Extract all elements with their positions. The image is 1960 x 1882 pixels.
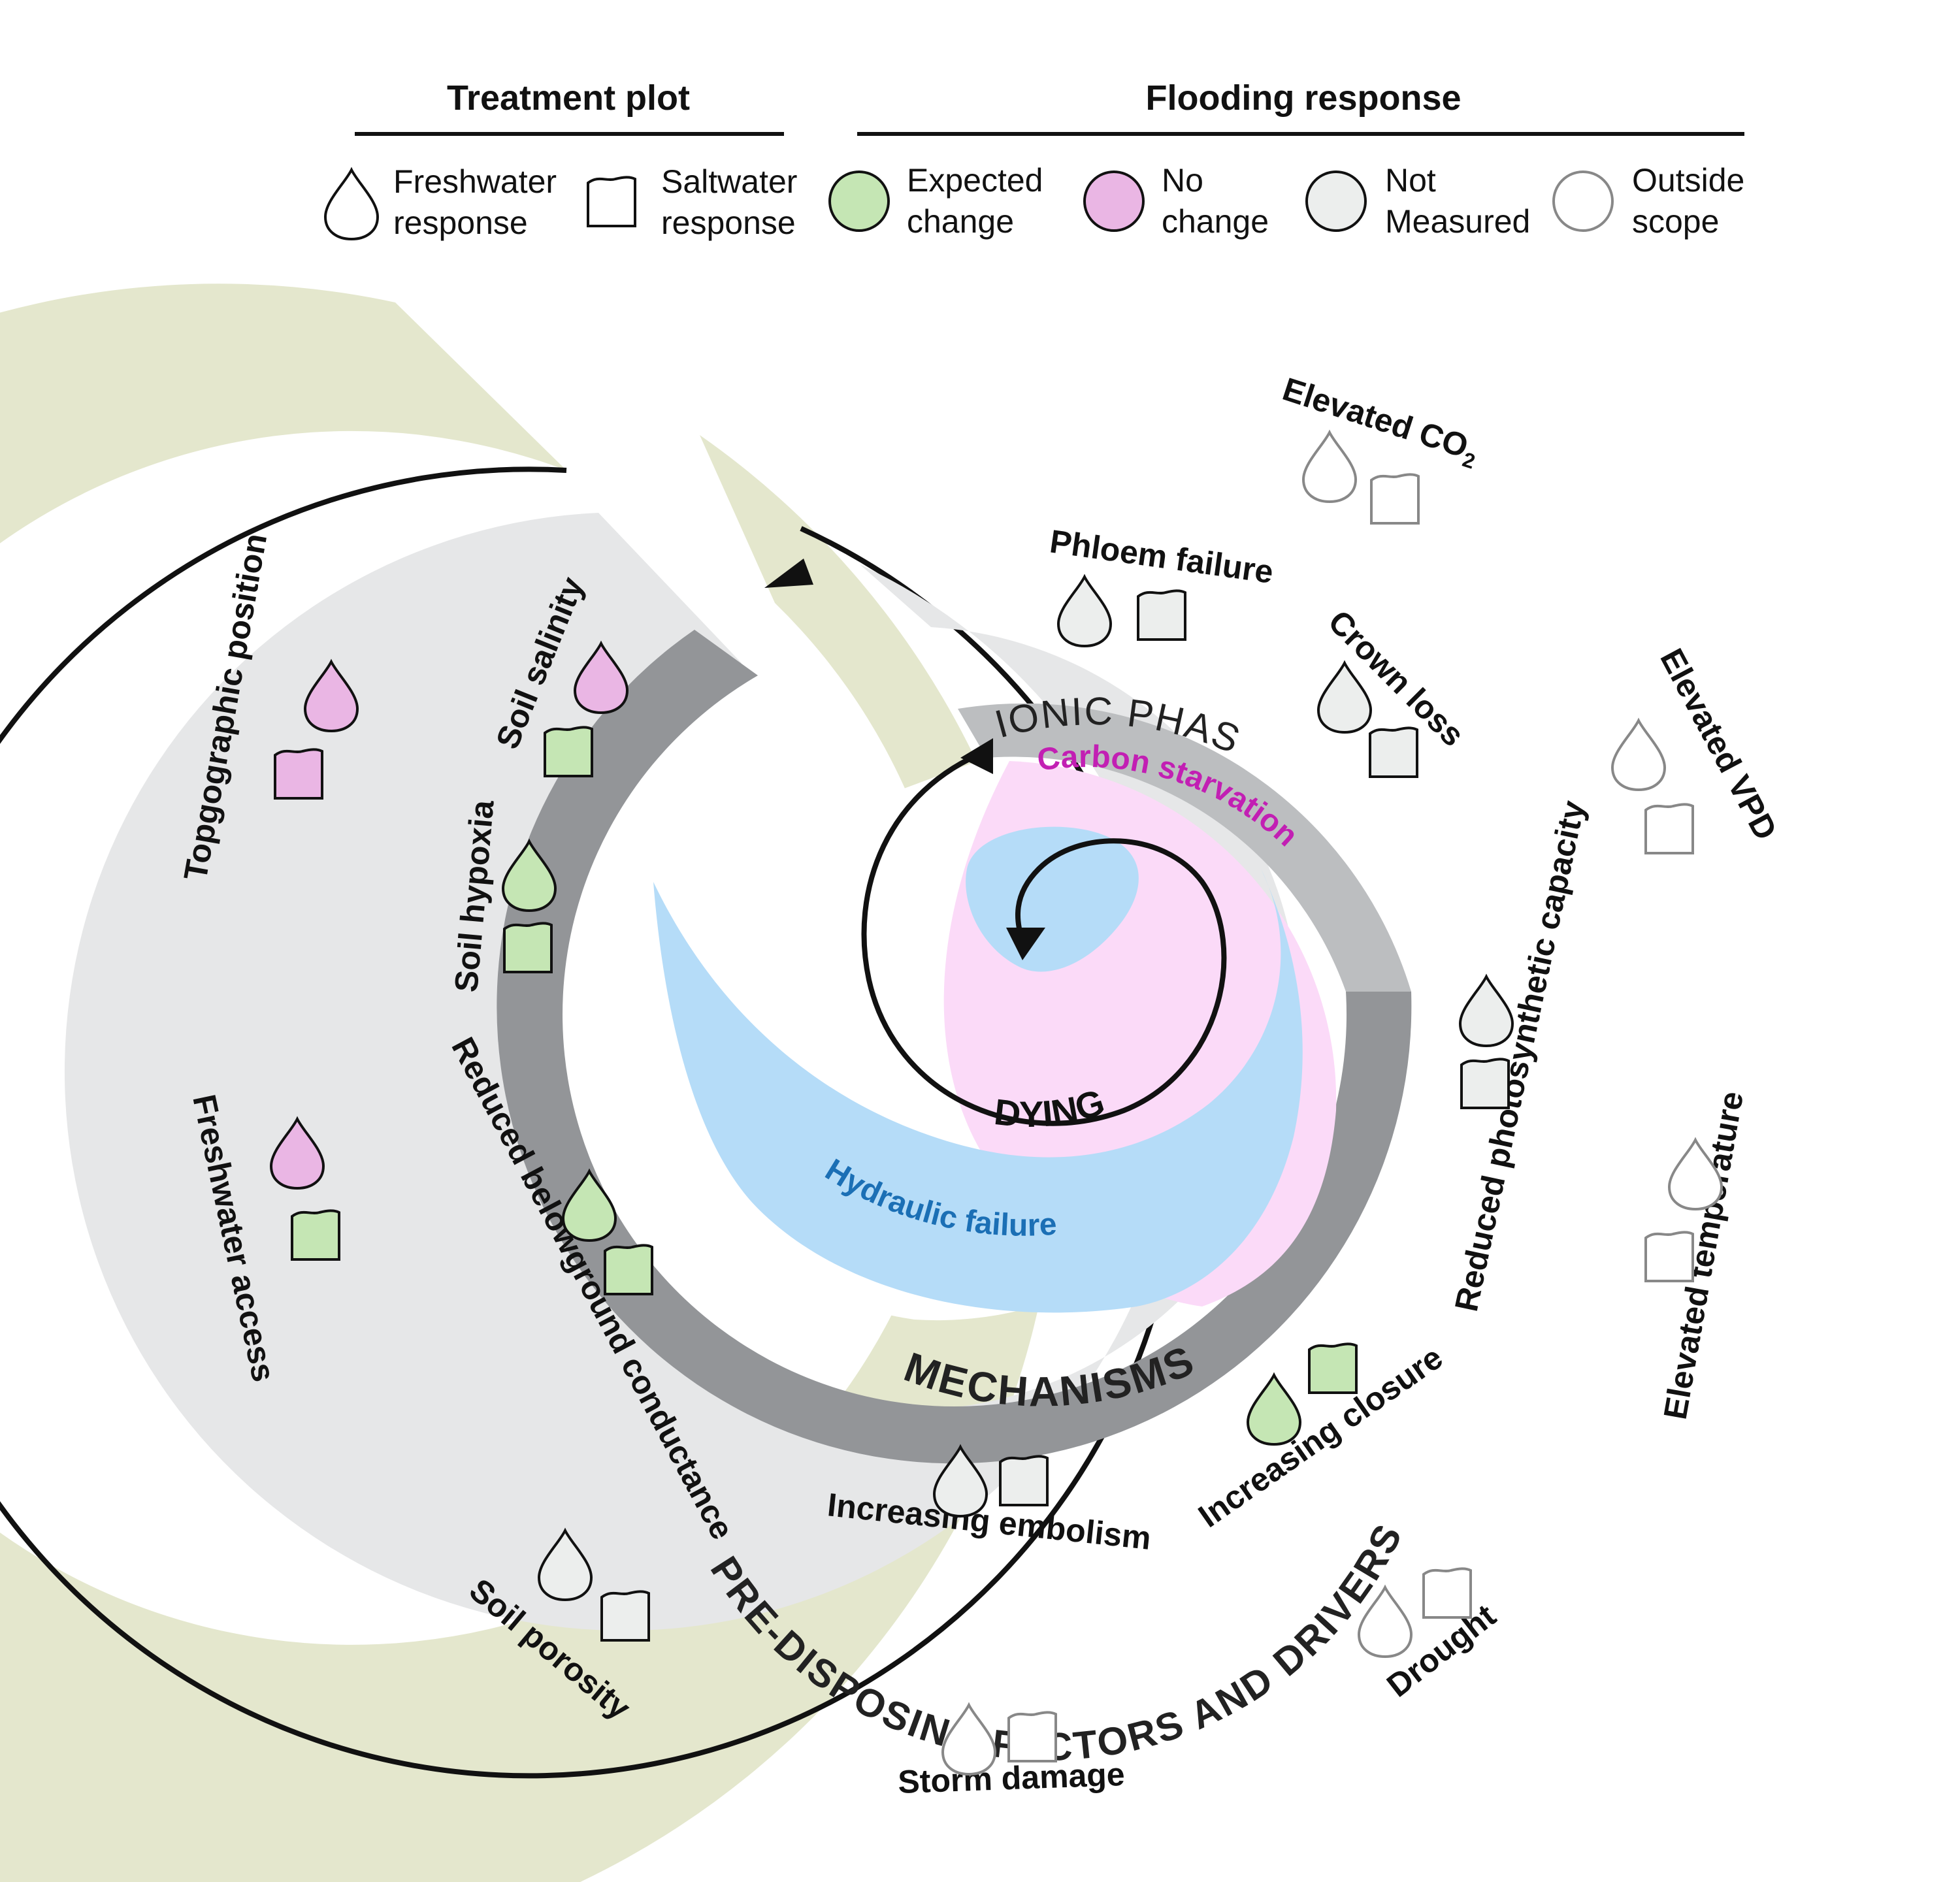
closure-saltwater-icon — [1308, 1342, 1358, 1394]
spiral-arrowhead-center-icon — [1006, 928, 1045, 960]
mechanisms-ring-band — [64, 513, 1299, 1631]
outside-scope-swatch-icon — [1552, 170, 1614, 232]
expected-legend-line2: change — [907, 203, 1014, 240]
salinity-saltwater-icon — [544, 726, 593, 777]
no-change-swatch-icon — [1083, 170, 1145, 232]
ionic-phase-band — [958, 703, 1411, 992]
saltwater-legend-line2: response — [661, 204, 796, 241]
belowground-saltwater-icon — [604, 1244, 653, 1295]
photosynthetic-freshwater-icon — [1459, 975, 1514, 1047]
freshwater-drop-icon — [324, 169, 379, 240]
phloem-freshwater-icon — [1057, 576, 1112, 647]
outside-legend-line2: scope — [1632, 203, 1719, 240]
phase-ring — [497, 630, 1412, 1464]
outside-legend-line1: Outside — [1632, 162, 1744, 199]
elevated-vpd-freshwater-icon — [1611, 719, 1666, 791]
spiral-line — [861, 749, 1227, 1126]
flooding-response-title: Flooding response — [1145, 78, 1461, 118]
notmeasured-legend-line2: Measured — [1385, 203, 1530, 240]
crown-loss-freshwater-icon — [1317, 662, 1372, 734]
legend: Treatment plot Flooding response Freshwa… — [324, 78, 1744, 241]
saltwater-legend-line1: Saltwater — [661, 163, 797, 200]
elevated-vpd-saltwater-icon — [1644, 803, 1694, 854]
closure-freshwater-icon — [1247, 1374, 1301, 1446]
freshwater-legend-line1: Freshwater — [393, 163, 557, 200]
spiral-arrowhead-mid-icon — [960, 738, 993, 774]
inner-blue-swirl — [966, 826, 1139, 972]
storm-damage-saltwater-icon — [1007, 1711, 1057, 1762]
hypoxia-saltwater-icon — [503, 922, 553, 973]
drought-saltwater-icon — [1422, 1567, 1472, 1619]
factor-storm-damage: Storm damage — [897, 1756, 1125, 1800]
nochange-legend-line2: change — [1162, 203, 1269, 240]
freshwater-access-saltwater-icon — [291, 1209, 340, 1261]
elevated-co2-freshwater-icon — [1302, 431, 1357, 503]
elevated-co2-saltwater-icon — [1370, 473, 1420, 525]
treatment-plot-title: Treatment plot — [447, 78, 690, 118]
hydraulic-failure-region — [653, 869, 1303, 1313]
outer-arrowhead-icon — [764, 559, 813, 588]
expected-change-swatch-icon — [828, 170, 890, 232]
elevated-temperature-saltwater-icon — [1644, 1231, 1694, 1282]
mechanisms-ring — [64, 513, 1299, 1631]
crown-loss-saltwater-icon — [1369, 726, 1418, 778]
mech-reduced-photosynthetic: Reduced photosynthetic capacity — [1448, 797, 1592, 1314]
soil-porosity-saltwater-icon — [600, 1590, 650, 1642]
topographic-saltwater-icon — [274, 748, 323, 800]
factor-elevated-co2: Elevated CO2 — [1277, 370, 1484, 473]
notmeasured-legend-line1: Not — [1385, 162, 1436, 199]
phloem-saltwater-icon — [1137, 589, 1186, 641]
embolism-saltwater-icon — [999, 1455, 1049, 1506]
expected-legend-line1: Expected — [907, 162, 1043, 199]
inner-spiral — [632, 738, 1337, 1321]
not-measured-swatch-icon — [1305, 170, 1367, 232]
freshwater-legend-line2: response — [393, 204, 528, 241]
photosynthetic-saltwater-icon — [1460, 1058, 1510, 1109]
nochange-legend-line1: No — [1162, 162, 1203, 199]
saltwater-square-icon — [587, 176, 636, 227]
